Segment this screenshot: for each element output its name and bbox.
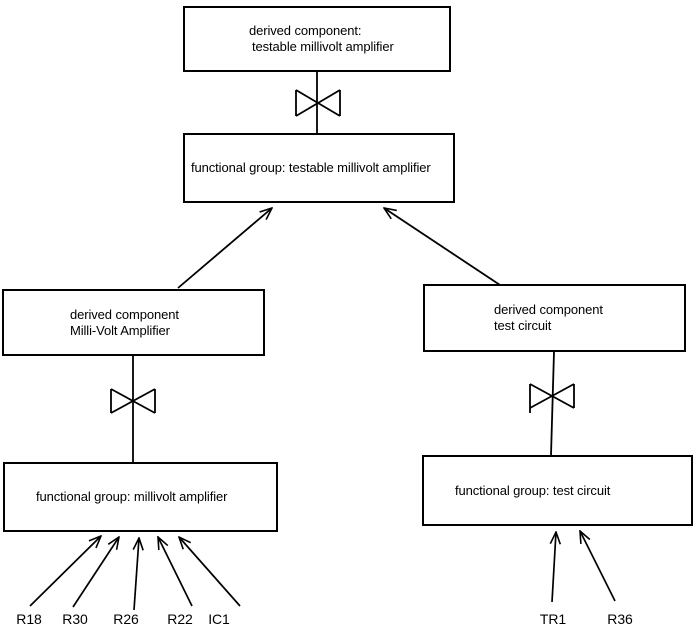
node-text-line2: test circuit [494, 318, 552, 333]
arrow-r22 [158, 537, 193, 607]
node-derived-testable-millivolt-amplifier: derived component: testable millivolt am… [183, 6, 451, 72]
arrow-r18 [29, 536, 101, 607]
node-text-line1: functional group: test circuit [455, 482, 611, 498]
component-label-r36: R36 [607, 611, 633, 627]
connector-right-vertical [550, 351, 555, 456]
node-text-line1: derived component: [249, 23, 362, 38]
bowtie-icon-right [529, 383, 575, 413]
arrow-ic1 [179, 537, 241, 607]
node-text-line1: functional group: testable millivolt amp… [191, 160, 431, 175]
arrow-r30 [72, 537, 119, 608]
node-text-line1: derived component [70, 306, 179, 322]
node-fg-testable-millivolt-amplifier: functional group: testable millivolt amp… [183, 133, 455, 203]
bowtie-icon-left [110, 388, 156, 414]
component-label-r30: R30 [62, 611, 88, 627]
node-text-line1: derived component [494, 302, 603, 317]
bowtie-icon-top [295, 89, 341, 117]
component-label-ic1: IC1 [208, 611, 230, 627]
node-text-line2: Milli-Volt Amplifier [70, 322, 170, 338]
node-fg-test-circuit: functional group: test circuit [422, 455, 693, 526]
component-label-r22: R22 [167, 611, 193, 627]
arrow-r36 [580, 531, 616, 602]
node-derived-milli-volt-amplifier: derived component Milli-Volt Amplifier [2, 289, 265, 356]
node-fg-millivolt-amplifier: functional group: millivolt amplifier [3, 462, 278, 532]
arrow-tr1 [552, 532, 556, 603]
component-label-r26: R26 [113, 611, 139, 627]
node-text-line2: testable millivolt amplifier [252, 39, 394, 54]
arrow-r26 [134, 538, 139, 611]
node-text-line1: functional group: millivolt amplifier [36, 489, 228, 504]
arrow-derived-left-to-fg-top [177, 208, 272, 289]
component-label-r18: R18 [16, 611, 42, 627]
node-derived-test-circuit: derived component test circuit [423, 284, 686, 352]
component-label-tr1: TR1 [539, 611, 567, 627]
arrow-derived-right-to-fg-top [384, 208, 501, 286]
